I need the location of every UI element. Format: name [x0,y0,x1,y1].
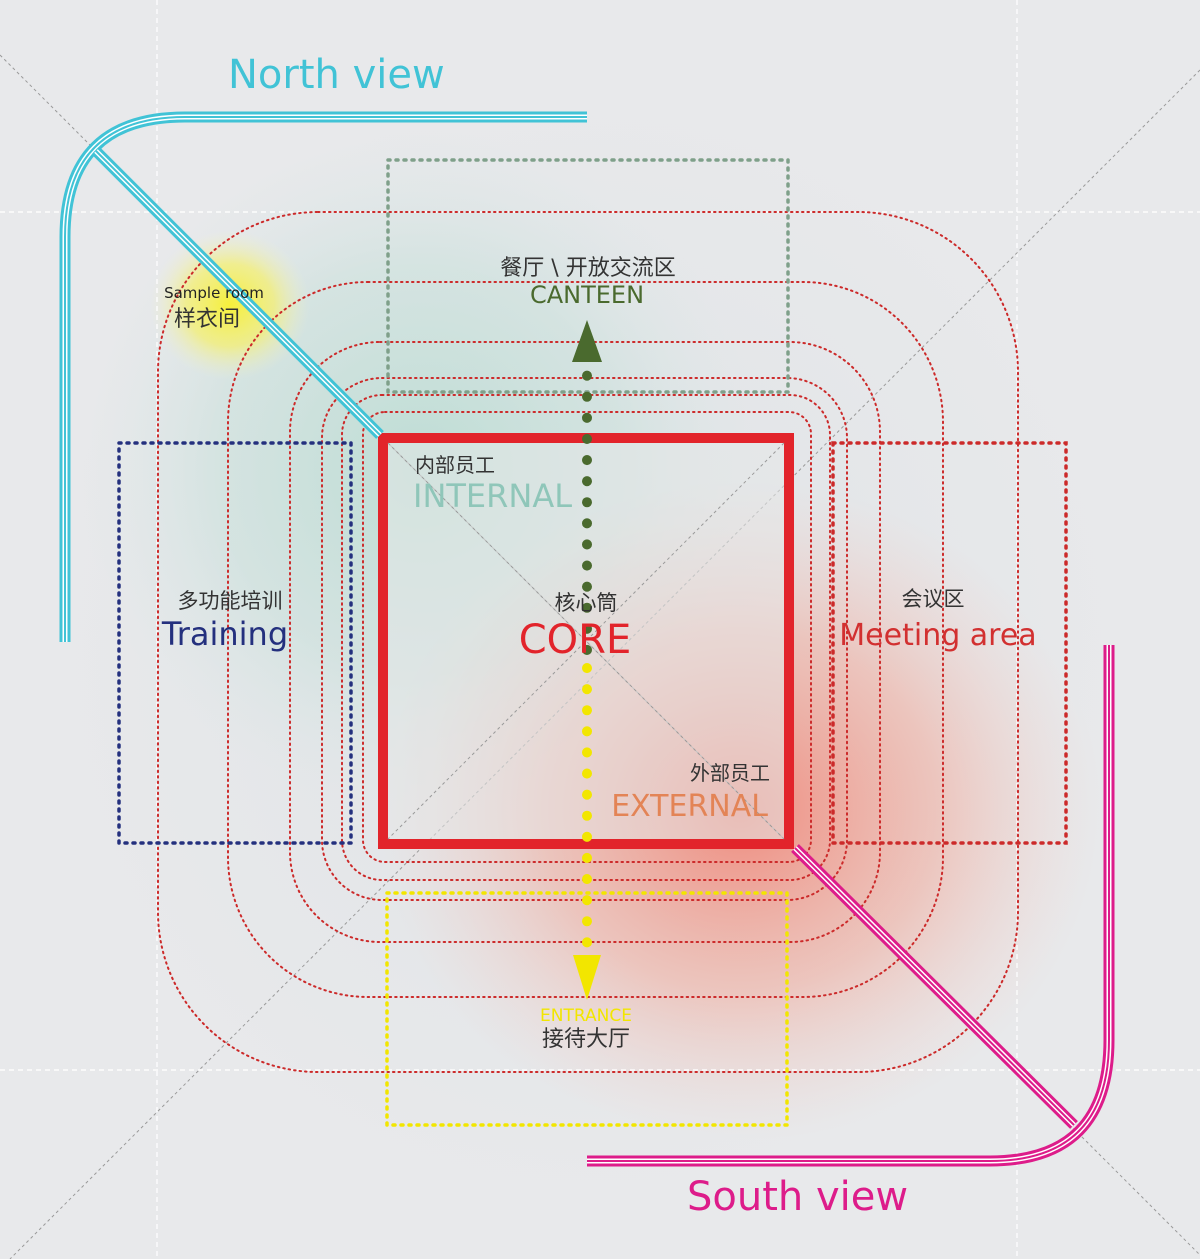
training-label-cn: 多功能培训 [178,589,283,613]
sample-room-label-cn: 样衣间 [174,307,240,332]
canteen-label-cn: 餐厅 \ 开放交流区 [500,256,675,281]
north-view-label: North view [228,52,445,98]
entrance-flow-arrow [573,663,601,1000]
core-label-cn: 核心筒 [555,591,618,615]
arrow-down-icon [573,955,601,1000]
meeting-label-cn: 会议区 [902,587,965,611]
entrance-label-en: ENTRANCE [540,1006,632,1026]
north-view-path [59,111,587,642]
ring-6 [157,211,1019,1073]
ring-1 [362,411,812,863]
meeting-label-en: Meeting area [839,618,1036,653]
training-label-en: Training [161,615,288,653]
canteen-label-en: CANTEEN [530,281,644,309]
internal-label-cn: 内部员工 [415,453,495,477]
external-label-en: EXTERNAL [611,789,768,824]
internal-label-en: INTERNAL [413,477,572,515]
canteen-flow-arrow [572,320,602,655]
sample-room-label-en: Sample room [164,284,264,302]
entrance-label-cn: 接待大厅 [542,1027,630,1052]
south-view-path [587,645,1115,1167]
training-zone [117,441,353,845]
sample-room-glow [150,230,310,380]
meeting-zone [831,441,1068,845]
arrow-up-icon [572,320,602,362]
core-label-en: CORE [519,617,631,663]
external-label-cn: 外部员工 [690,761,770,785]
entrance-zone [385,891,789,1127]
south-view-label: South view [687,1174,908,1220]
